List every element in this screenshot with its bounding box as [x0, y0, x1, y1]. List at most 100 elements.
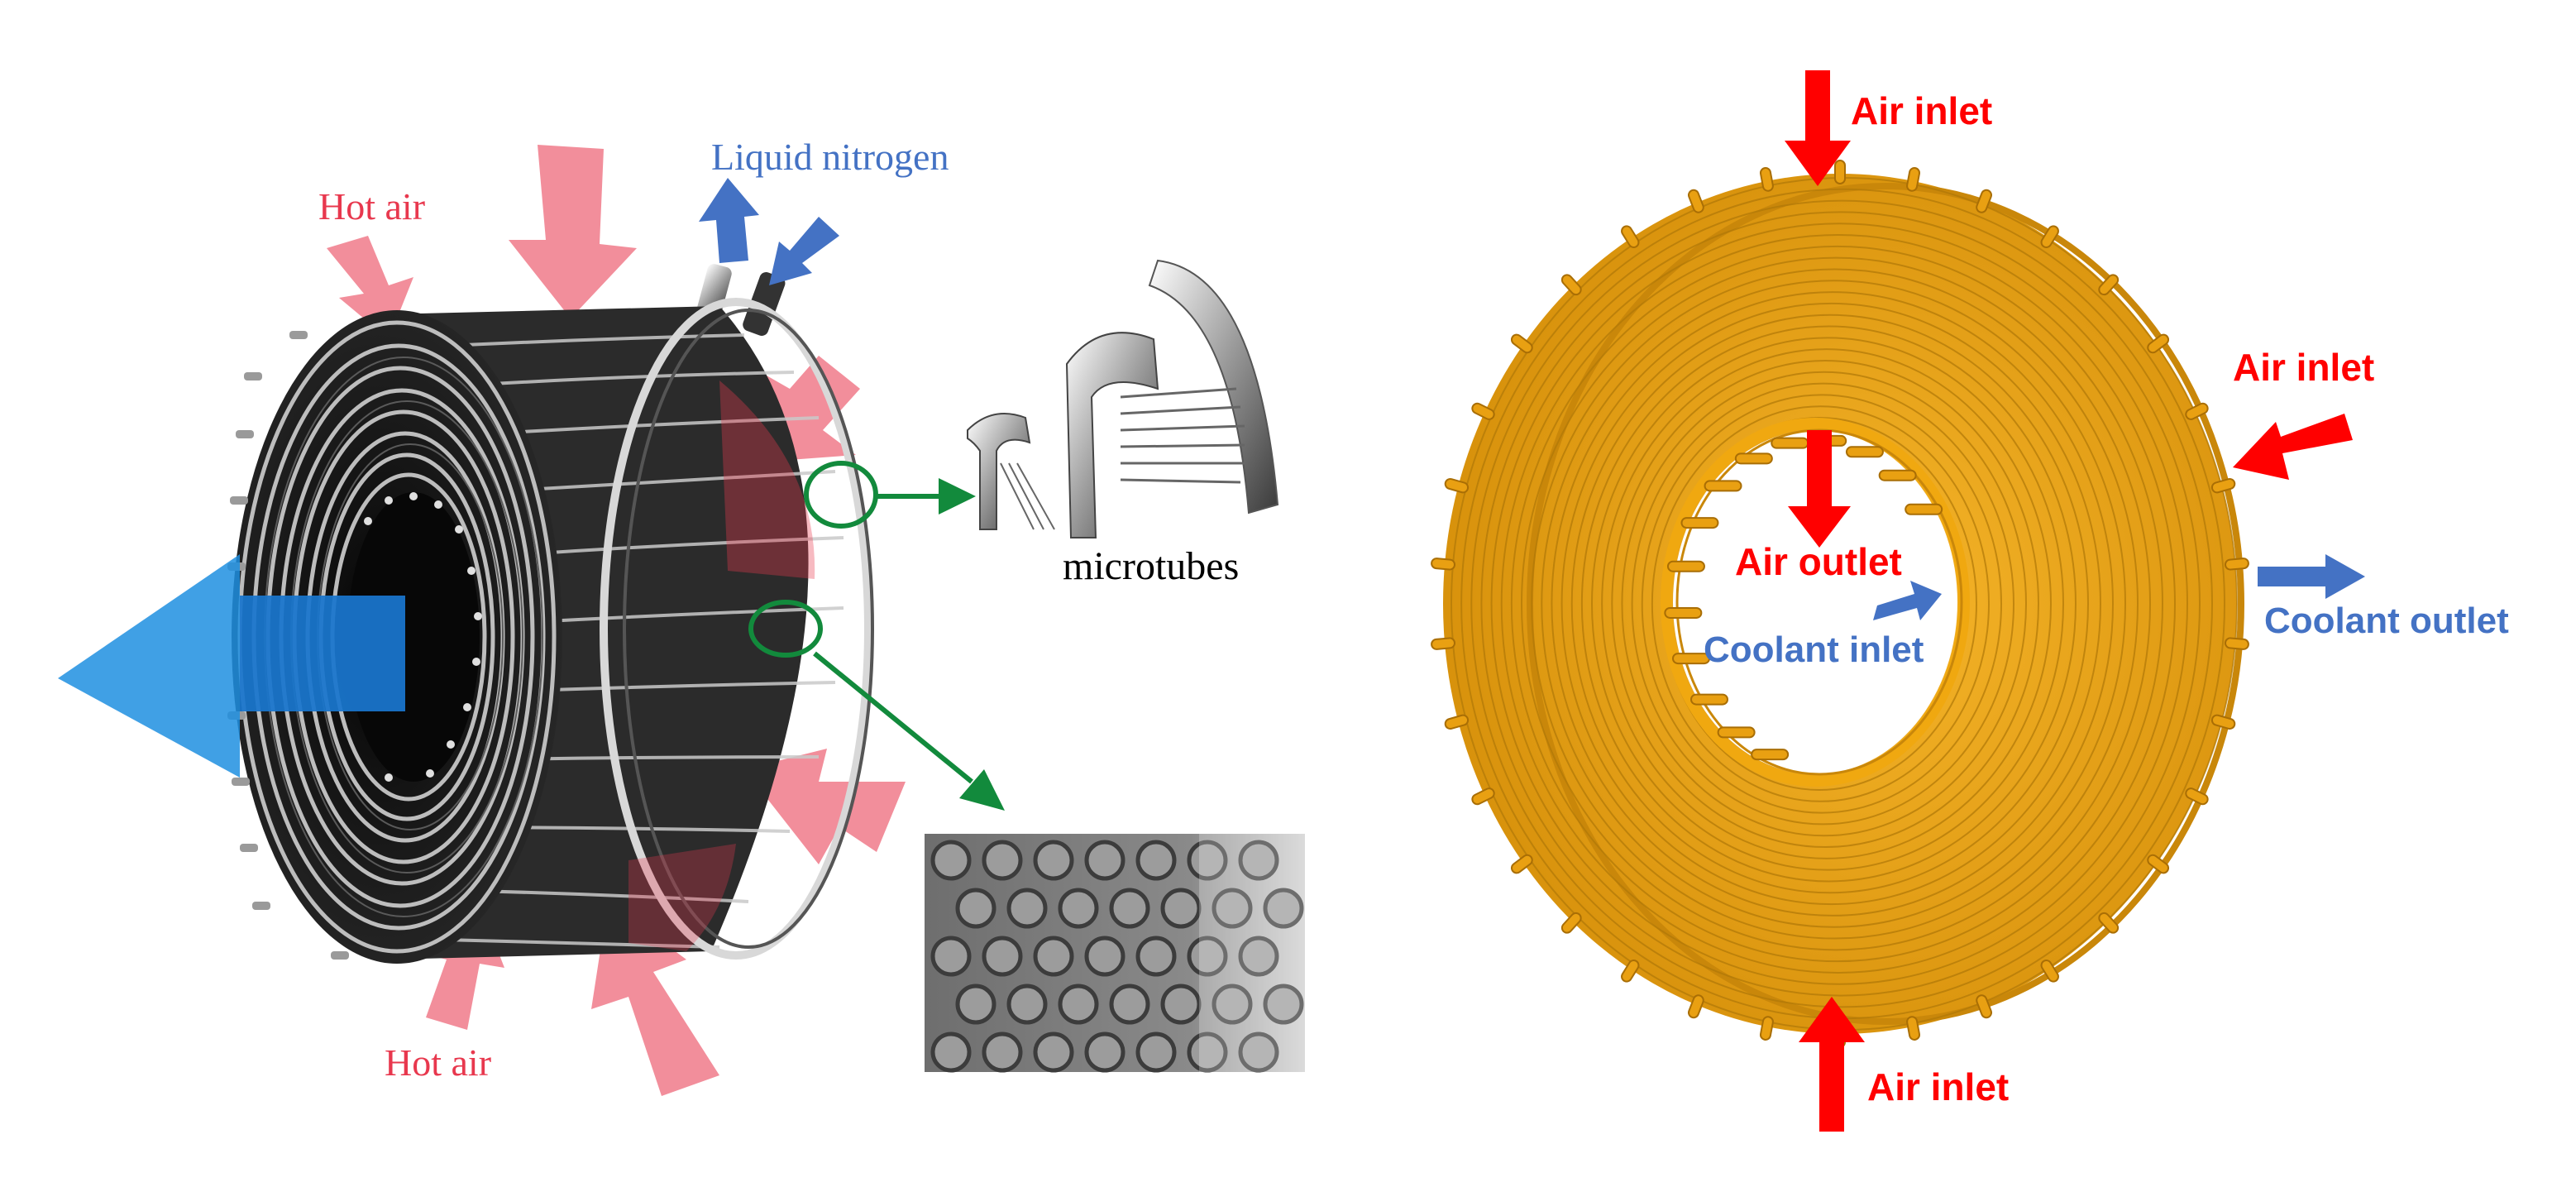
- callout-circle-header: [804, 461, 878, 529]
- outer-tube-stub: [1621, 225, 1640, 248]
- air-inlet-arrow-right: [2233, 414, 2353, 480]
- micrograph-tube: [1238, 1031, 1279, 1073]
- outer-tube-stub: [2040, 960, 2059, 983]
- micrograph-tube: [1084, 936, 1126, 977]
- outer-tube-stub: [1976, 994, 1993, 1019]
- ring-inner-rim: [1661, 418, 1970, 787]
- hot-air-tint-bottom: [628, 844, 736, 951]
- micrograph-tube: [1187, 1031, 1228, 1073]
- label-microtubes: microtubes: [1063, 544, 1239, 588]
- label-hot-air-bottom: Hot air: [385, 1041, 491, 1084]
- coil-winding: [1551, 291, 2115, 917]
- micrograph-tube: [982, 1031, 1023, 1073]
- micrograph-tube: [1084, 840, 1126, 881]
- micrograph-tube: [955, 888, 996, 929]
- exhaust-arrow: [58, 554, 405, 778]
- outer-tube-stub: [1687, 994, 1704, 1019]
- label-air-outlet: Air outlet: [1735, 540, 1902, 583]
- micrograph-tube: [1135, 1031, 1177, 1073]
- micrograph-tube-pattern: [930, 840, 1304, 1073]
- coil-ring: [1431, 160, 2249, 1048]
- microtubes-detail: [967, 259, 1279, 538]
- coil-winding: [1631, 382, 2014, 826]
- coil-winding: [1621, 371, 2028, 837]
- callout-circle-tubes: [748, 600, 823, 658]
- micrograph-tube: [1212, 888, 1253, 929]
- micrograph-tube: [1187, 840, 1228, 881]
- hot-air-tint-right: [719, 381, 815, 579]
- coil-winding: [1591, 337, 2064, 871]
- label-air-inlet-right: Air inlet: [2233, 346, 2374, 389]
- micrograph-tube: [1084, 1031, 1126, 1073]
- outer-tube-stub: [2147, 333, 2170, 354]
- outer-tube-stub: [1471, 787, 1495, 806]
- outer-tube-stub: [1906, 1016, 1921, 1041]
- inner-tube-stub: [1680, 517, 1719, 529]
- coil-winding: [1480, 211, 2201, 997]
- detail-callouts: [748, 461, 973, 784]
- coil-winding: [1541, 280, 2126, 928]
- outer-tube-stub: [1431, 558, 1456, 571]
- nitrogen-pipe-right: [743, 272, 786, 336]
- coil-winding: [1601, 348, 2053, 859]
- microtube-plate: [1148, 259, 1279, 515]
- coil-winding: [1510, 245, 2163, 963]
- micrograph-inset: [925, 834, 1305, 1073]
- label-air-inlet-bottom: Air inlet: [1867, 1065, 2009, 1108]
- inner-tube-stub: [1845, 446, 1884, 458]
- bore-tube-ends: [364, 492, 482, 782]
- outer-tube-stub: [1560, 912, 1582, 934]
- micrograph-tube: [1238, 840, 1279, 881]
- inner-tube-stub: [1771, 437, 1809, 449]
- outer-tube-stub: [2224, 637, 2249, 650]
- micrograph-tube: [1263, 984, 1304, 1025]
- inner-tube-stub: [1734, 452, 1773, 465]
- outer-tube-stub: [1976, 189, 1993, 213]
- nitrogen-inflow-arrow: [769, 217, 839, 285]
- outer-tube-stub: [1759, 1016, 1774, 1041]
- micrograph-tube: [982, 840, 1023, 881]
- micrograph-tube: [1006, 888, 1048, 929]
- coil-winding: [1560, 302, 2101, 906]
- inner-tube-stub: [1689, 693, 1728, 706]
- cylinder-rim: [600, 298, 872, 960]
- outer-tube-stub: [1510, 854, 1533, 874]
- ring-back-shell: [1527, 183, 2244, 1025]
- inner-tube-stub: [1905, 503, 1943, 515]
- micrograph-tube: [930, 1031, 972, 1073]
- right-coil-exchanger-panel: Air inlet Air inlet Air outlet Coolant i…: [1431, 70, 2509, 1132]
- micrograph-tube: [1135, 936, 1177, 977]
- inner-tube-stub: [1704, 480, 1742, 492]
- micrograph-highlight: [1199, 834, 1305, 1072]
- micrograph-tube: [1033, 1031, 1074, 1073]
- coil-winding: [1470, 199, 2213, 1008]
- micrograph-tube: [1058, 888, 1099, 929]
- coil-winding: [1500, 234, 2177, 974]
- micrograph-tube: [1058, 984, 1099, 1025]
- outer-tube-stub: [2147, 854, 2170, 874]
- cylinder-rim-shadow: [623, 309, 874, 949]
- micrograph-tube: [955, 984, 996, 1025]
- coil-winding: [1521, 256, 2151, 951]
- coil-winding: [1641, 394, 2003, 814]
- callout-arrowheads: [939, 478, 1005, 811]
- micrograph-tube: [930, 840, 972, 881]
- outer-tube-stub: [1834, 160, 1846, 184]
- outer-tube-stub: [1431, 637, 1456, 650]
- hot-air-arrow-top: [509, 145, 637, 318]
- label-liquid-nitrogen: Liquid nitrogen: [711, 136, 949, 178]
- inner-tube-stub: [1751, 749, 1790, 761]
- outer-tube-stub: [1906, 167, 1921, 192]
- micrograph-tube: [1160, 984, 1202, 1025]
- micrograph-tube: [1109, 888, 1150, 929]
- coil-winding: [1580, 325, 2077, 883]
- microtube-fins-small: [1000, 462, 1055, 530]
- coil-winding: [1651, 405, 1990, 802]
- outer-tube-stub: [1444, 477, 1470, 494]
- micrograph-tube: [1033, 840, 1074, 881]
- callout-line-tubes: [813, 651, 973, 784]
- outer-tube-stub: [1444, 714, 1470, 730]
- inner-tube-stub: [1717, 726, 1756, 739]
- micrograph-tube: [930, 936, 972, 977]
